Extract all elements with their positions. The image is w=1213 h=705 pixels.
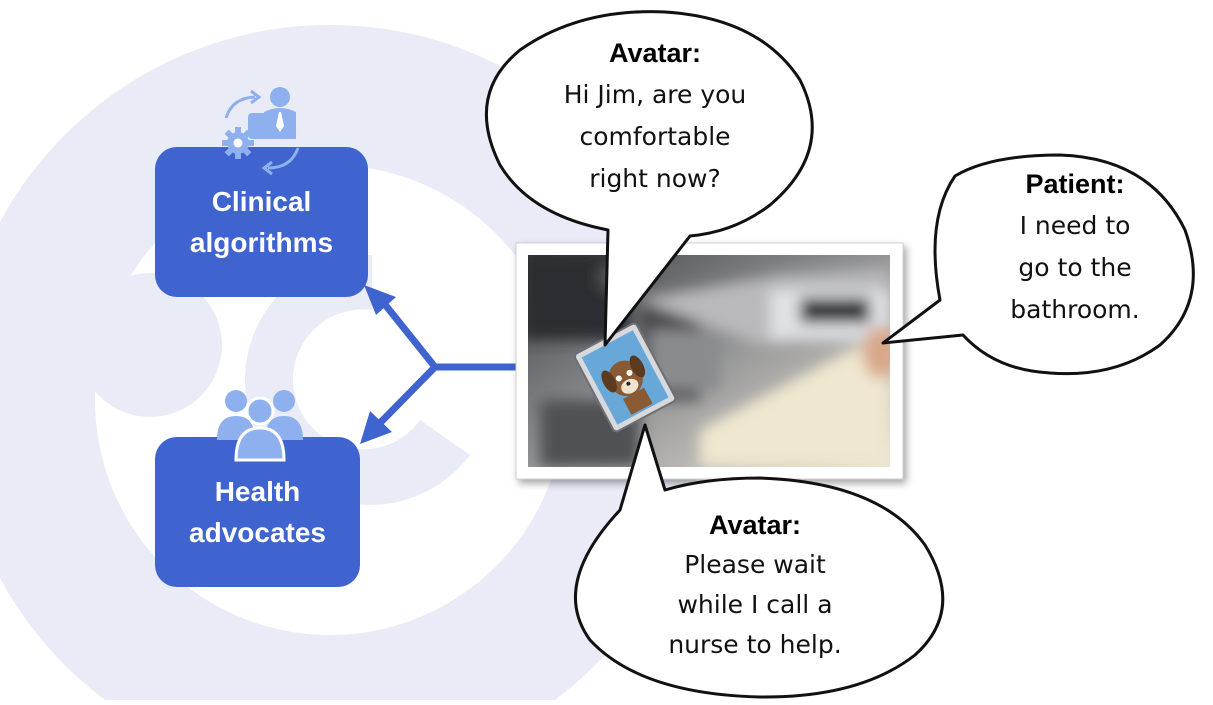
avatar-bottom-line-1: Please wait xyxy=(684,550,826,579)
arrow-head-advocates xyxy=(360,411,392,444)
avatar-top-text: Avatar: Hi Jim, are you comfortable righ… xyxy=(520,32,790,200)
patient-text: Patient: I need to go to the bathroom. xyxy=(975,163,1175,331)
arrow-to-advocates xyxy=(374,363,439,429)
dog-avatar-icon xyxy=(573,322,677,433)
speech-bubble-patient xyxy=(881,153,1195,376)
advocates-label-line-1: Health xyxy=(214,476,301,507)
patient-line-3: bathroom. xyxy=(1010,295,1140,324)
avatar-top-line-3: right now? xyxy=(589,164,721,193)
patient-line-1: I need to xyxy=(1019,211,1131,240)
watermark-dot xyxy=(78,273,222,417)
health-advocates-label: Health advocates xyxy=(155,471,360,553)
avatar-top-line-2: comfortable xyxy=(579,122,731,151)
arrow-head-clinical xyxy=(364,285,396,315)
avatar-top-line-1: Hi Jim, are you xyxy=(563,80,747,109)
photo-content xyxy=(528,255,890,467)
avatar-bottom-speaker: Avatar: xyxy=(708,510,802,540)
clinical-label-line-1: Clinical xyxy=(211,186,312,217)
speech-bubble-avatar-top xyxy=(484,10,814,347)
avatar-top-speaker: Avatar: xyxy=(608,38,702,68)
avatar-bottom-line-3: nurse to help. xyxy=(668,630,842,659)
avatar-bottom-line-2: while I call a xyxy=(677,590,833,619)
clinical-label-line-2: algorithms xyxy=(189,227,334,258)
people-group-icon xyxy=(217,390,303,462)
patient-speaker: Patient: xyxy=(1025,169,1125,199)
speech-bubble-avatar-bottom xyxy=(574,423,945,699)
health-advocates-node xyxy=(155,390,360,587)
gear-person-cycle-icon xyxy=(222,87,300,176)
clinical-algorithms-label: Clinical algorithms xyxy=(155,181,368,263)
clinical-algorithms-node xyxy=(155,87,368,297)
avatar-bottom-text: Avatar: Please wait while I call a nurse… xyxy=(620,505,890,665)
advocates-label-line-2: advocates xyxy=(189,517,326,548)
arrow-to-clinical xyxy=(379,298,439,371)
patient-line-2: go to the xyxy=(1018,253,1132,282)
